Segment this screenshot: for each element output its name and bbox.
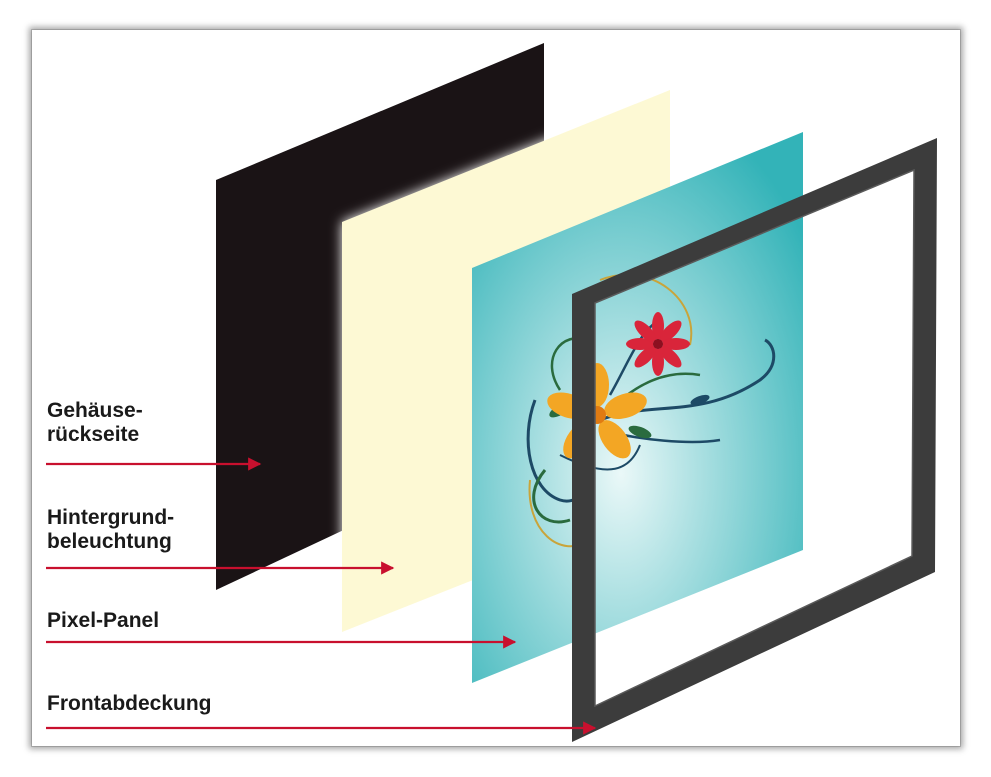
back-cover-label-line1: Gehäuse-: [47, 399, 143, 422]
back-cover-label-line2: rückseite: [47, 423, 140, 446]
backlight-label-line2: beleuchtung: [47, 530, 172, 553]
front-cover-inner-edge: [594, 168, 915, 708]
pixel-panel-label-line1: Pixel-Panel: [47, 609, 160, 632]
backlight-label-line1: Hintergrund-: [47, 506, 175, 529]
front-cover-frame: [572, 138, 937, 742]
back-cover-label: Gehäuse- rückseite: [47, 399, 143, 447]
front-cover-label-line1: Frontabdeckung: [47, 692, 212, 715]
pixel-panel-label: Pixel-Panel: [47, 609, 159, 633]
backlight-label: Hintergrund- beleuchtung: [47, 506, 174, 554]
front-cover-label: Frontabdeckung: [47, 692, 212, 716]
